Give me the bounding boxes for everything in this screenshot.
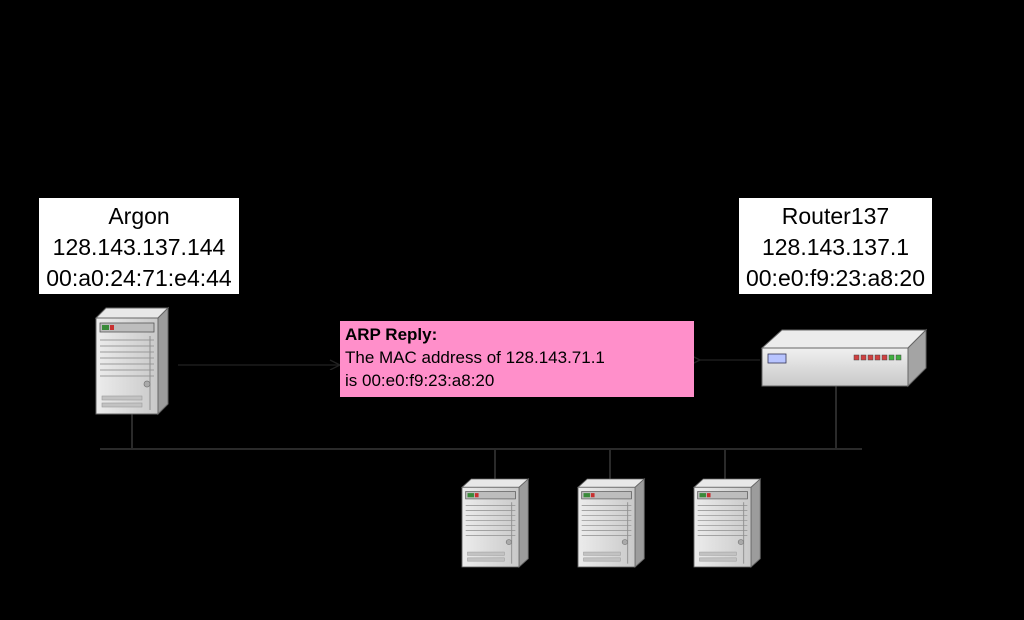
router-icon (760, 328, 928, 388)
router-ip: 128.143.137.1 (761, 234, 910, 260)
argon-mac: 00:a0:24:71:e4:44 (46, 265, 232, 291)
argon-label: Argon 128.143.137.144 00:a0:24:71:e4:44 (39, 198, 239, 294)
arp-reply-title: ARP Reply: (345, 325, 438, 344)
router-name: Router137 (781, 203, 890, 229)
server-tower-icon (461, 478, 529, 568)
arp-reply-message: ARP Reply: The MAC address of 128.143.71… (340, 321, 694, 397)
argon-name: Argon (108, 203, 170, 229)
arp-reply-line-2: is 00:e0:f9:23:a8:20 (345, 371, 495, 390)
argon-ip: 128.143.137.144 (52, 234, 226, 260)
server-tower-icon (577, 478, 645, 568)
server-tower-icon (693, 478, 761, 568)
router-label: Router137 128.143.137.1 00:e0:f9:23:a8:2… (739, 198, 932, 294)
arp-reply-line-1: The MAC address of 128.143.71.1 (345, 348, 605, 367)
router-mac: 00:e0:f9:23:a8:20 (745, 265, 926, 291)
server-tower-icon (95, 307, 169, 415)
